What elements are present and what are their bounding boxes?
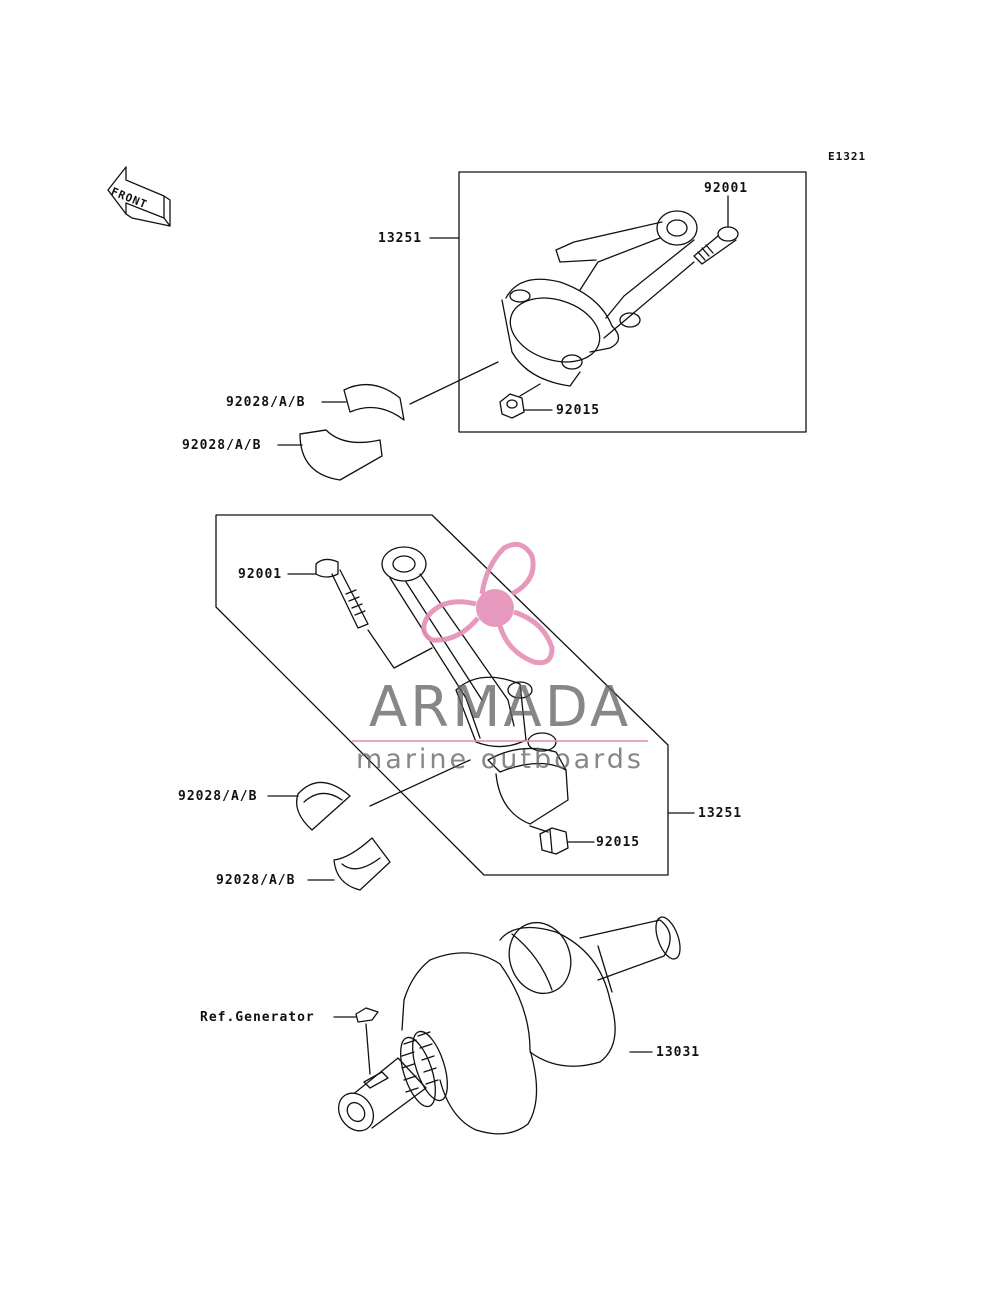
figure-code: E1321 bbox=[828, 150, 867, 163]
middle-bearing-1 bbox=[295, 781, 351, 831]
part-callout: 92001 bbox=[238, 567, 283, 582]
part-callout: 92028/A/B bbox=[216, 873, 296, 888]
middle-nut bbox=[539, 827, 569, 855]
middle-bolt bbox=[315, 558, 369, 629]
top-bearing-2 bbox=[299, 429, 383, 481]
part-callout: 92028/A/B bbox=[226, 395, 306, 410]
part-callout: 13251 bbox=[378, 231, 423, 246]
watermark-brand: ARMADA bbox=[368, 675, 632, 740]
part-callout: 13251 bbox=[698, 806, 743, 821]
part-callout: 92001 bbox=[704, 181, 749, 196]
top-bearing-1 bbox=[343, 383, 405, 421]
part-callout: 92015 bbox=[596, 835, 641, 850]
middle-bearing-2 bbox=[333, 837, 391, 891]
crankshaft bbox=[337, 916, 681, 1135]
top-connecting-rod bbox=[501, 210, 698, 387]
part-callout: 92028/A/B bbox=[182, 438, 262, 453]
middle-connecting-rod bbox=[381, 546, 569, 825]
propeller-logo-icon bbox=[421, 541, 555, 666]
top-nut bbox=[499, 393, 525, 419]
part-callout: 92015 bbox=[556, 403, 601, 418]
middle-group-box bbox=[215, 514, 669, 876]
part-callout: 92028/A/B bbox=[178, 789, 258, 804]
part-callout: 13031 bbox=[656, 1045, 701, 1060]
top-bolt bbox=[693, 226, 739, 265]
part-callout: Ref.Generator bbox=[200, 1010, 315, 1025]
top-group-box bbox=[458, 171, 807, 433]
front-arrow-icon bbox=[107, 166, 171, 227]
watermark-tagline: marine outboards bbox=[355, 744, 644, 775]
